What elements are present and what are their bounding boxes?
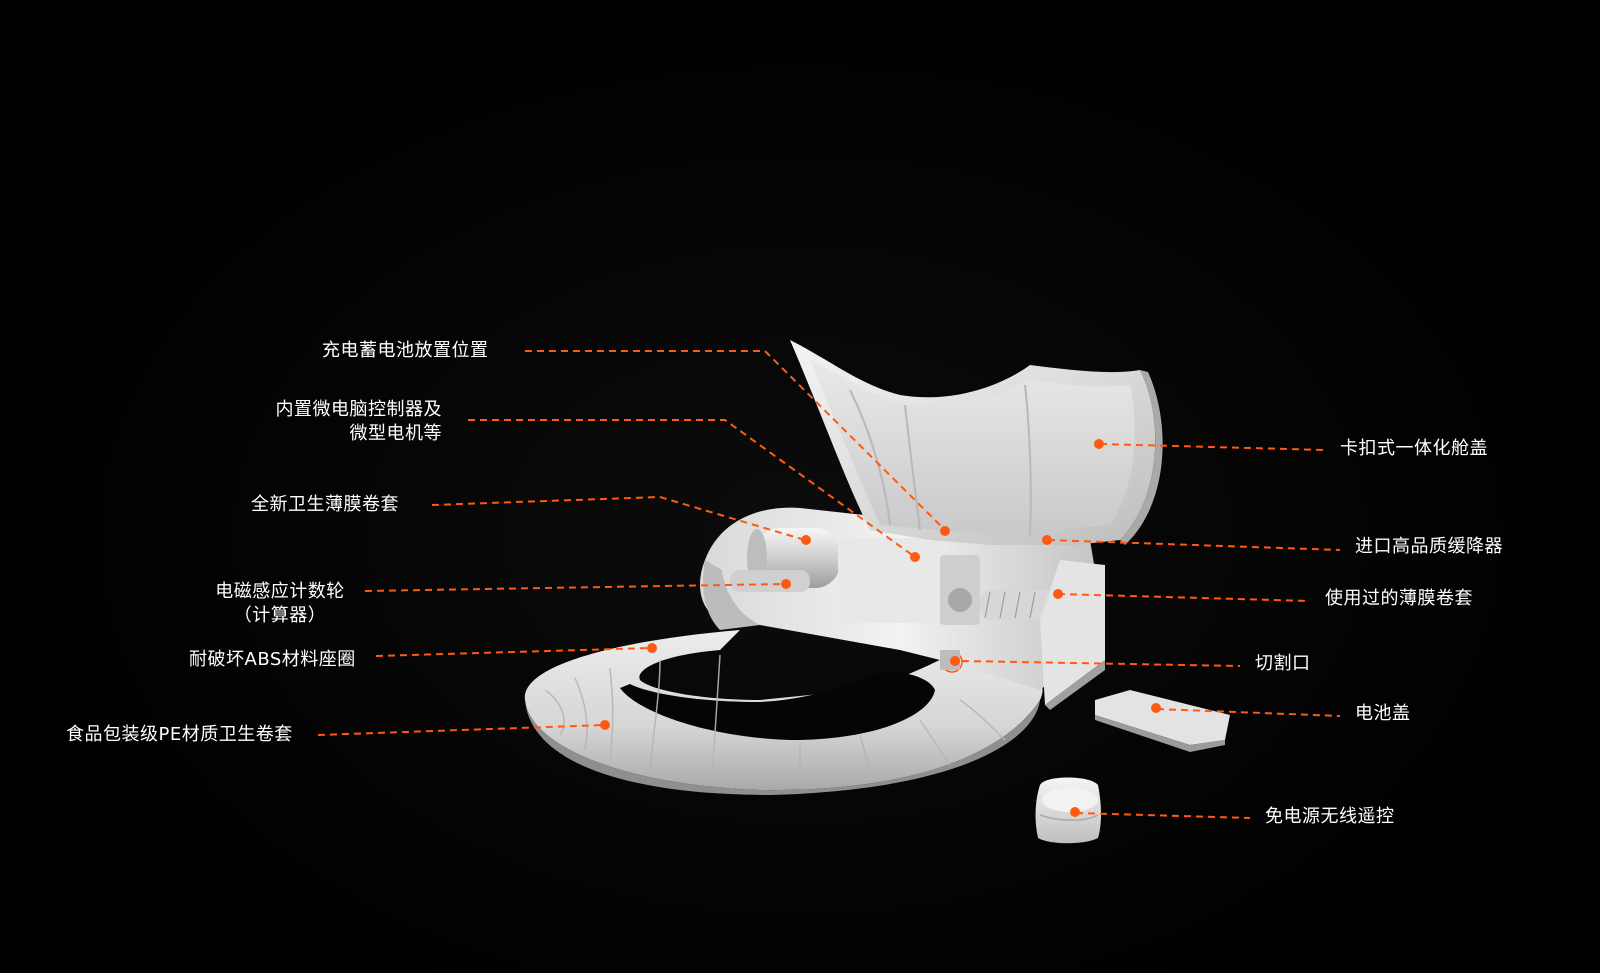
label-battery-position: 充电蓄电池放置位置 <box>322 340 489 361</box>
dot-new-film-roll <box>801 535 811 545</box>
label-microcomputer: 内置微电脑控制器及 微型电机等 <box>254 398 442 446</box>
dot-cutter <box>950 656 960 666</box>
leader-damper <box>1047 539 1341 551</box>
dot-microcomputer <box>910 552 920 562</box>
leader-new-film-roll <box>431 495 806 541</box>
label-microcomputer-line1: 内置微电脑控制器及 <box>275 399 442 420</box>
leader-integrated-lid <box>1099 443 1326 451</box>
dot-battery-cover <box>1151 703 1161 713</box>
leader-used-film-roll <box>1057 593 1311 602</box>
label-counter-line1: 电磁感应计数轮 <box>215 581 345 602</box>
label-pe-cover: 食品包装级PE材质卫生卷套 <box>66 724 293 745</box>
label-counter-line2: （计算器） <box>233 605 327 626</box>
label-cutter: 切割口 <box>1255 653 1311 674</box>
label-used-film-roll: 使用过的薄膜卷套 <box>1325 588 1473 609</box>
leader-battery-position <box>525 350 946 531</box>
battery-cover <box>1095 690 1230 752</box>
remote-control <box>1035 777 1101 844</box>
dot-abs-seat <box>647 643 657 653</box>
label-integrated-lid: 卡扣式一体化舱盖 <box>1340 438 1488 459</box>
leader-counter <box>364 583 786 592</box>
leader-cutter <box>961 660 1241 667</box>
label-abs-seat: 耐破坏ABS材料座圈 <box>189 649 356 670</box>
dot-used-film-roll <box>1053 589 1063 599</box>
label-battery-cover: 电池盖 <box>1355 703 1411 724</box>
label-remote: 免电源无线遥控 <box>1265 806 1395 827</box>
seat-ring <box>524 630 1043 795</box>
leader-battery-cover <box>1156 708 1341 717</box>
dot-counter <box>781 579 791 589</box>
integrated-lid <box>790 340 1163 545</box>
leader-remote <box>1075 812 1251 819</box>
label-counter: 电磁感应计数轮 （计算器） <box>205 580 355 628</box>
label-microcomputer-line2: 微型电机等 <box>349 423 442 444</box>
dot-battery-position <box>940 526 950 536</box>
leader-abs-seat <box>375 647 651 657</box>
label-damper: 进口高品质缓降器 <box>1355 536 1503 557</box>
dot-damper <box>1042 535 1052 545</box>
dot-integrated-lid <box>1094 439 1104 449</box>
dot-pe-cover <box>600 720 610 730</box>
leader-microcomputer <box>468 419 916 558</box>
label-new-film-roll: 全新卫生薄膜卷套 <box>251 494 399 515</box>
dot-remote <box>1070 807 1080 817</box>
